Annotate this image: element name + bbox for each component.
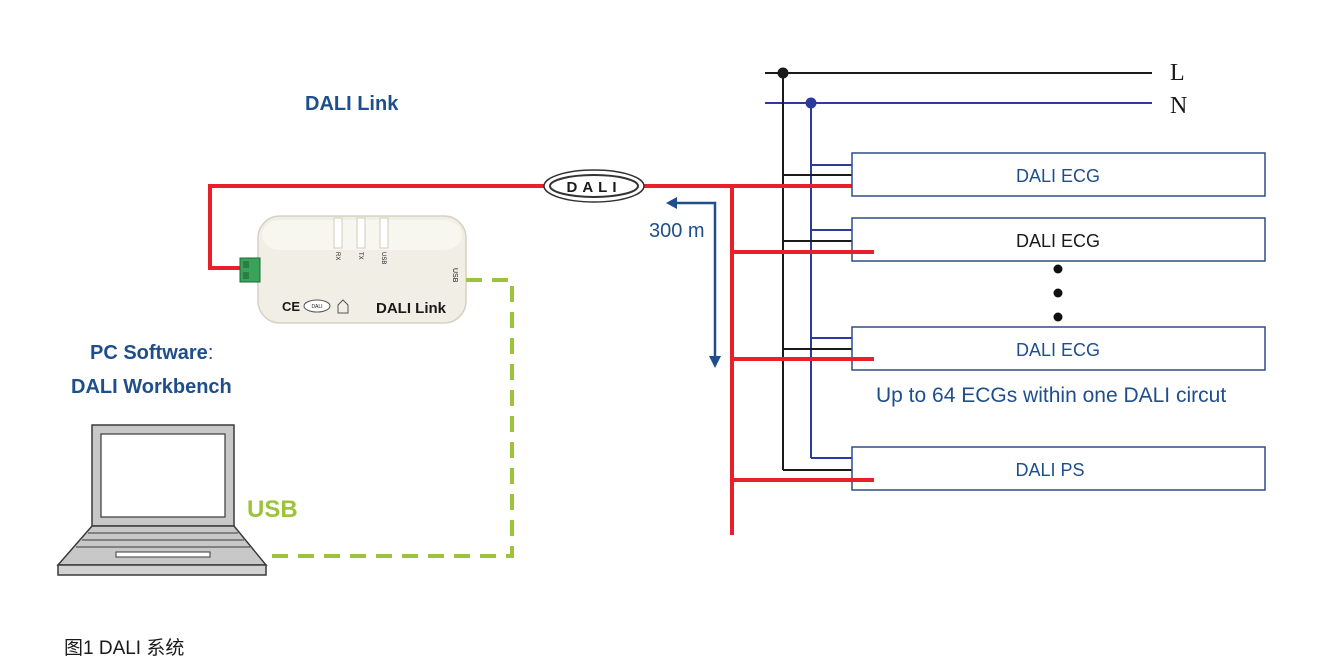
device-ecg-3: DALI ECG bbox=[732, 326, 1266, 371]
usb-label: USB bbox=[247, 496, 298, 523]
device-ecg-1: DALI ECG bbox=[732, 152, 1266, 197]
mains-lines: L N bbox=[765, 60, 1187, 470]
tx-led-label: TX bbox=[357, 252, 363, 260]
usb-cable bbox=[262, 278, 514, 558]
ellipsis-dots bbox=[1053, 264, 1063, 322]
ce-mark: CE bbox=[282, 299, 300, 314]
distance-indicator: 300 m bbox=[649, 197, 721, 368]
device-label: DALI PS bbox=[1015, 460, 1084, 480]
dali-logo-text: DALI bbox=[311, 304, 322, 310]
usb-port-label: USB bbox=[451, 268, 458, 283]
dali-badge-text: DALI bbox=[567, 179, 622, 196]
live-line-label: L bbox=[1170, 60, 1185, 86]
house-icon bbox=[337, 299, 349, 314]
device-label: DALI ECG bbox=[1016, 340, 1100, 360]
distance-arrow-head-left bbox=[666, 197, 677, 209]
figure-caption: 图1 DALI 系统 bbox=[64, 637, 184, 659]
pc-software-label: PC Software: bbox=[90, 342, 213, 364]
device-label: DALI ECG bbox=[1016, 231, 1100, 251]
rx-led-label: RX bbox=[334, 252, 340, 260]
diagram-title: DALI Link bbox=[305, 93, 399, 115]
dali-bus-badge: DALI bbox=[543, 169, 645, 203]
distance-arrow bbox=[675, 201, 717, 360]
usb-led-label: USB bbox=[380, 252, 386, 264]
dali-link-device: RX TX USB USB CE DALI DALI Link bbox=[239, 215, 467, 324]
device-label: DALI ECG bbox=[1016, 166, 1100, 186]
dali-bus-loop bbox=[208, 184, 548, 270]
distance-label: 300 m bbox=[649, 220, 705, 242]
device-brand-text: DALI Link bbox=[376, 300, 447, 317]
dali-logo bbox=[303, 299, 331, 313]
tx-led bbox=[356, 217, 366, 249]
pc-software-name: DALI Workbench bbox=[71, 376, 232, 398]
device-ecg-2: DALI ECG bbox=[732, 217, 1266, 262]
capacity-note: Up to 64 ECGs within one DALI circut bbox=[876, 384, 1226, 407]
usb-led bbox=[379, 217, 389, 249]
laptop-icon bbox=[56, 424, 268, 576]
rx-led bbox=[333, 217, 343, 249]
distance-arrow-head-down bbox=[709, 356, 721, 368]
neutral-line-label: N bbox=[1170, 93, 1187, 119]
device-power-supply: DALI PS bbox=[732, 446, 1266, 491]
